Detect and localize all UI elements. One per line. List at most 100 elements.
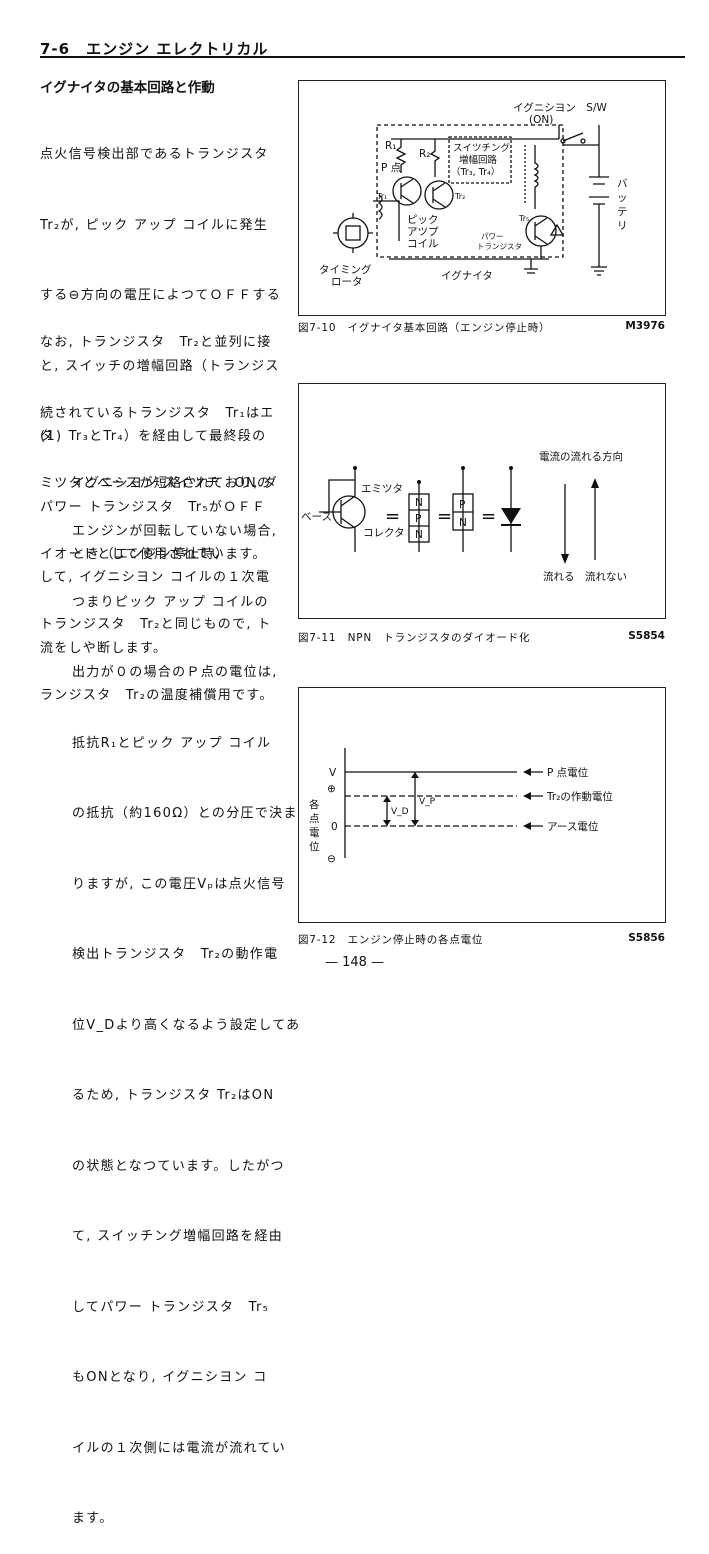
label-no-flow: 流れない — [585, 570, 627, 583]
label-tr1: Tr₁ — [376, 192, 387, 201]
transistor-tr1 — [392, 176, 422, 206]
label-timing-2: ロータ — [331, 276, 363, 288]
label-tr2-potential: Tr₂の作動電位 — [546, 790, 613, 803]
label-battery-4: リ — [617, 220, 628, 232]
label-pickup-1: ピック — [407, 214, 439, 226]
label-npn-n2: N — [415, 529, 423, 541]
label-pickup-2: アツプ — [407, 226, 439, 238]
label-pn-n: N — [459, 517, 467, 529]
text-line: 抵抗R₁とピック アップ コイル — [72, 735, 272, 751]
diode-symbol — [501, 508, 521, 524]
label-igniter: イグナイタ — [441, 269, 493, 282]
text-line: ランジスタ Tr₂の温度補償用です。 — [40, 687, 274, 703]
potentials-diagram: V ⊕ 0 ⊖ 各 点 電 位 V_D V_P P 点電位 Tr₂の作動電位 ア… — [309, 748, 613, 865]
text-line: イグニシヨン スイツチ ONの — [72, 476, 272, 491]
text-line: もONとなり, イグニシヨン コ — [72, 1370, 268, 1385]
text-line: Tr₂が, ピック アップ コイルに発生 — [40, 217, 269, 233]
label-switching-2: 増幅回路 — [459, 154, 498, 166]
label-emitter: エミツタ — [361, 483, 403, 495]
text-line: タ Tr₃とTr₄）を経由して最終段の — [40, 429, 267, 444]
text-line: パワー トランジスタ Tr₅がＯＦＦ — [40, 499, 267, 515]
label-battery-2: ッ — [617, 192, 628, 204]
list-item-marker: (1) — [40, 429, 63, 444]
ignition-coil — [533, 145, 539, 209]
figure-3-code: S5856 — [628, 932, 665, 944]
label-r1: R₁ — [385, 140, 397, 152]
label-zero: 0 — [331, 821, 338, 833]
igniter-box — [376, 124, 564, 258]
resistor-r2 — [429, 139, 441, 177]
label-on: (ON) — [529, 114, 553, 126]
text-line: 続されているトランジスタ Tr₁はエ — [40, 405, 275, 421]
text-line: 検出トランジスタ Tr₂の動作電 — [72, 947, 279, 962]
text-line: イルの１次側には電流が流れてい — [72, 1440, 287, 1456]
label-battery-3: テ — [617, 206, 628, 218]
text-line: トランジスタ Tr₂と同じもので, ト — [40, 617, 272, 632]
label-base: ベース — [301, 511, 332, 523]
text-line: ミツタとベースが短絡されており, ダ — [40, 476, 279, 491]
pickup-coil-symbol — [377, 194, 383, 220]
label-battery-1: バ — [617, 178, 628, 190]
timing-rotor — [337, 217, 369, 249]
igniter-circuit-diagram: イグニシヨン S/W (ON) R₁ R₂ P 点 Tr₁ Tr₂ Tr₅ スイ… — [319, 101, 628, 288]
section-heading: イグナイタの基本回路と作動 — [40, 80, 215, 96]
equals-3: = — [481, 506, 496, 527]
label-ign-switch: イグニシヨン S/W — [513, 101, 607, 114]
text-line: と, スイッチの増幅回路（トランジス — [40, 358, 280, 374]
label-flows: 流れる — [543, 570, 575, 583]
label-plus: ⊕ — [327, 783, 336, 795]
label-switching-3: （Tr₃, Tr₄） — [451, 166, 500, 178]
text-line: 出力が０の場合のＰ点の電位は, — [72, 665, 278, 680]
label-minus: ⊖ — [327, 853, 336, 865]
transistor-tr2 — [424, 180, 454, 210]
text-line: るため, トランジスタ Tr₂はON — [72, 1088, 275, 1103]
label-timing-1: タイミング — [319, 263, 372, 276]
label-axis-3: 電 — [309, 827, 320, 839]
paragraph-2: なお, トランジスタ Tr₂と並列に接 続されているトランジスタ Tr₁はエ ミ… — [40, 284, 278, 731]
text-line: してパワー トランジスタ Tr₅ — [72, 1299, 270, 1315]
header-rule — [40, 56, 685, 58]
transistor-tr5 — [525, 215, 557, 247]
label-r2: R₂ — [419, 148, 431, 160]
npn-diode-diagram: エミツタ ベース コレクタ N P N P N = = = 電流の流れる方向 流… — [301, 450, 627, 583]
text-line: イオードとして使用されています。 — [40, 546, 267, 562]
label-axis-2: 点 — [309, 813, 320, 825]
text-line: て, スイッチング増幅回路を経由 — [72, 1229, 284, 1244]
label-tr2: Tr₂ — [454, 192, 465, 201]
figure-1-code: M3976 — [625, 320, 665, 332]
switching-amp-box — [448, 136, 512, 184]
text-line: とき（エンジン停止時） — [72, 546, 230, 562]
text-line: する⊖方向の電圧によつてＯＦＦする — [40, 288, 281, 303]
label-p-potential: P 点電位 — [547, 766, 589, 779]
text-line: りますが, この電圧Vₚは点火信号 — [72, 876, 286, 892]
npn-stack — [408, 493, 430, 543]
label-vd: V_D — [391, 807, 409, 817]
label-power-tr-1: パワー — [481, 232, 504, 241]
figure-npn-diode: エミツタ ベース コレクタ N P N P N = = = 電流の流れる方向 流… — [298, 383, 666, 619]
label-axis-4: 位 — [309, 840, 320, 853]
label-p-point: P 点 — [381, 162, 401, 174]
label-v: V — [329, 767, 337, 779]
equals-1: = — [385, 506, 400, 527]
label-power-tr-2: トランジスタ — [477, 242, 522, 251]
label-collector: コレクタ — [363, 527, 405, 539]
label-vp: V_P — [419, 797, 436, 807]
section-header: 7-6 エンジン エレクトリカル — [40, 40, 269, 58]
label-direction: 電流の流れる方向 — [539, 450, 623, 463]
label-switching-1: スイツチング — [453, 142, 511, 154]
list-item-title: イグニシヨン スイツチ ONの とき（エンジン停止時） — [72, 425, 271, 590]
text-line: して, イグニシヨン コイルの１次電 — [40, 570, 271, 585]
label-pn-p: P — [459, 499, 465, 511]
list-item-text: エンジンが回転していない場合, つまりピック アップ コイルの 出力が０の場合の… — [72, 473, 300, 1554]
figure-2-code: S5854 — [628, 630, 665, 642]
figure-igniter-circuit: イグニシヨン S/W (ON) R₁ R₂ P 点 Tr₁ Tr₂ Tr₅ スイ… — [298, 80, 666, 316]
label-npn-p: P — [415, 513, 421, 525]
label-axis-1: 各 — [309, 798, 320, 811]
label-ground: アース電位 — [547, 820, 599, 833]
page-number: — 148 — — [324, 955, 385, 970]
equals-2: = — [437, 506, 452, 527]
figure-2-caption: 図7-11 NPN トランジスタのダイオード化 — [298, 632, 531, 644]
figure-3-caption: 図7-12 エンジン停止時の各点電位 — [298, 934, 484, 946]
text-line: エンジンが回転していない場合, — [72, 524, 278, 539]
figure-potentials: V ⊕ 0 ⊖ 各 点 電 位 V_D V_P P 点電位 Tr₂の作動電位 ア… — [298, 687, 666, 923]
